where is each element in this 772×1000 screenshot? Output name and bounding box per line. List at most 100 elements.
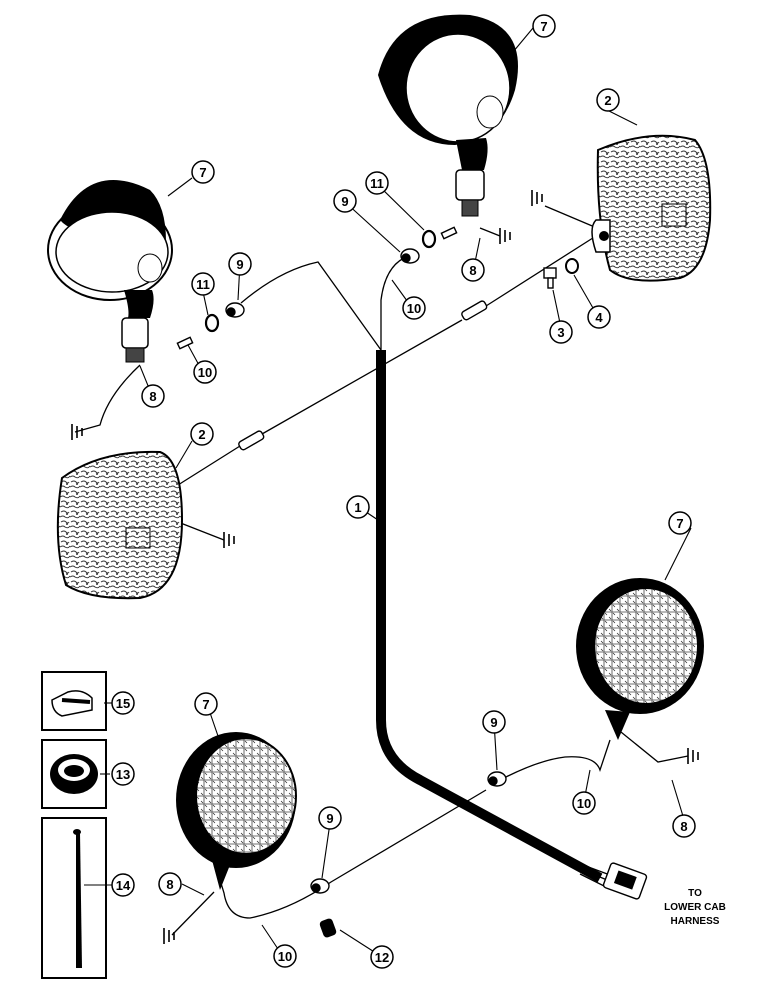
lock-washer [565,258,579,274]
svg-text:10: 10 [278,949,292,964]
callout-7: 7 [191,160,215,184]
callout-10: 10 [193,360,217,384]
inline-splice [238,430,265,451]
svg-text:12: 12 [375,950,389,965]
harness-note: TO LOWER CAB HARNESS [664,888,726,927]
spring [319,918,337,938]
side-lamp-right [591,134,712,282]
wire-lower-right [505,739,611,778]
ground-symbol [687,748,699,764]
grommet-box [41,739,107,809]
svg-text:15: 15 [116,696,130,711]
svg-text:2: 2 [604,93,611,108]
side-lamp-left [56,450,184,600]
ground-symbol [499,228,511,244]
callout-9: 9 [228,252,252,276]
ground-symbol [223,532,235,548]
ground-symbols [71,190,699,944]
bolt [543,267,557,289]
svg-text:8: 8 [149,389,156,404]
grommet [487,771,507,787]
grommet [400,248,420,264]
callout-15: 15 [111,691,135,715]
wire-upper-left [240,261,382,351]
wire-upper-middle [380,257,405,350]
o-ring [421,229,437,249]
callout-8: 8 [672,814,696,838]
callout-8: 8 [141,384,165,408]
ground-wire-lr [615,727,689,763]
svg-text:13: 13 [116,767,130,782]
callout-11: 11 [365,171,389,195]
svg-text:7: 7 [676,516,683,531]
ground-wire-lamp-l [177,521,225,541]
callout-9: 9 [318,806,342,830]
ground-symbol [71,424,83,440]
callout-2: 2 [190,422,214,446]
callout-9: 9 [482,710,506,734]
ground-wire-um [479,227,501,237]
svg-text:8: 8 [469,263,476,278]
svg-text:7: 7 [199,165,206,180]
svg-text:11: 11 [370,176,384,191]
svg-text:10: 10 [198,365,212,380]
inline-splice [461,300,488,321]
parts-legend [41,671,107,979]
note-line-2: LOWER CAB [664,902,726,913]
callout-7: 7 [194,692,218,716]
svg-text:8: 8 [166,877,173,892]
wires [74,205,689,936]
note-line-3: HARNESS [671,916,720,927]
ground-wire-ul [74,364,141,433]
svg-text:14: 14 [116,878,131,893]
flood-lamp-upper-left [47,180,173,363]
clip-box [41,671,107,731]
ground-wire-lamp-r [544,205,598,229]
grommet [310,878,330,894]
ground-symbol [163,928,175,944]
callout-9: 9 [333,189,357,213]
callout-8: 8 [461,258,485,282]
svg-text:9: 9 [326,811,333,826]
connectors [176,226,648,938]
svg-text:1: 1 [354,500,361,515]
svg-text:7: 7 [540,19,547,34]
svg-text:2: 2 [198,427,205,442]
callouts: 1 2 2 3 4 7 7 7 7 8 8 8 8 9 9 9 9 10 10 … [111,14,696,969]
callout-12: 12 [370,945,394,969]
callout-4: 4 [587,305,611,329]
callout-10: 10 [402,296,426,320]
callout-7: 7 [668,511,692,535]
svg-text:4: 4 [595,310,603,325]
callout-2: 2 [596,88,620,112]
svg-text:3: 3 [557,325,564,340]
callout-10: 10 [273,944,297,968]
ground-wire-ll [171,891,215,936]
svg-text:7: 7 [202,697,209,712]
callout-11: 11 [191,272,215,296]
flood-lamp-upper-middle [378,14,518,217]
tie-box [41,817,107,979]
pin-connector [440,226,458,240]
svg-text:8: 8 [680,819,687,834]
grommet [225,302,245,318]
callout-8: 8 [158,872,182,896]
ground-symbol [531,190,543,206]
callout-10: 10 [572,791,596,815]
work-lamp-lower-left [176,732,297,890]
callout-14: 14 [111,873,135,897]
callout-7: 7 [532,14,556,38]
callout-3: 3 [549,320,573,344]
work-lamp-lower-right [576,578,704,740]
pin-connector [176,336,194,350]
harness-plug [602,862,648,900]
callout-1: 1 [346,495,370,519]
main-harness [376,350,603,883]
note-line-1: TO [688,888,702,899]
cross-wire [177,235,597,486]
svg-text:9: 9 [236,257,243,272]
svg-text:9: 9 [341,194,348,209]
callout-13: 13 [111,762,135,786]
svg-text:11: 11 [196,277,210,292]
